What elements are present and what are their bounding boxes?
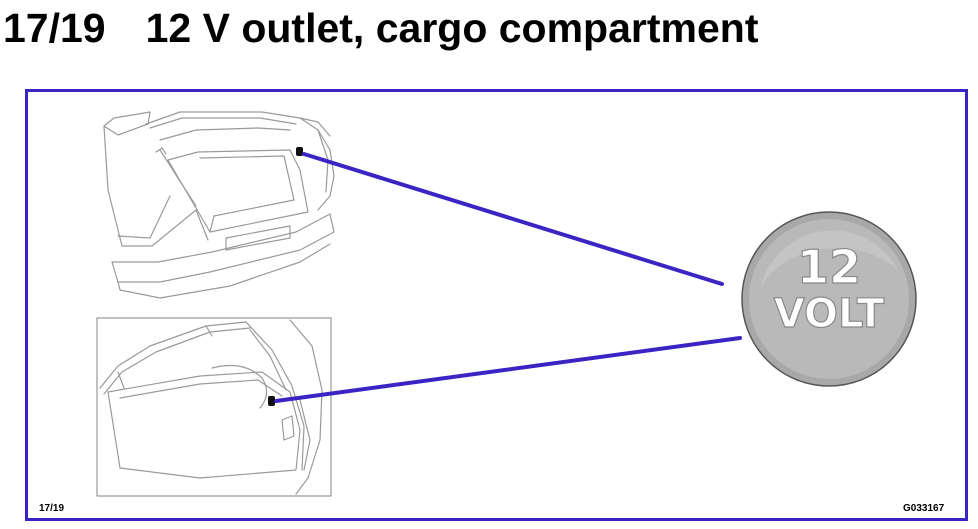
outlet-marker-top [296, 147, 303, 156]
power-outlet-icon: 12 VOLT [741, 211, 917, 387]
page-number: 17/19 [3, 4, 106, 51]
leader-line-top [302, 152, 724, 286]
badge-text-volt: VOLT [774, 291, 885, 337]
car-rear-drawing [103, 111, 335, 299]
badge-text-12: 12 [797, 240, 861, 294]
footer-page-number: 17/19 [39, 503, 65, 514]
figure-id: G033167 [903, 503, 945, 514]
page-title: 12 V outlet, cargo compartment [145, 4, 759, 51]
leader-line-bottom [274, 336, 742, 403]
page-header: 17/19 12 V outlet, cargo compartment [3, 2, 758, 54]
outlet-marker-bottom [268, 396, 275, 406]
cargo-compartment-drawing [96, 317, 332, 497]
